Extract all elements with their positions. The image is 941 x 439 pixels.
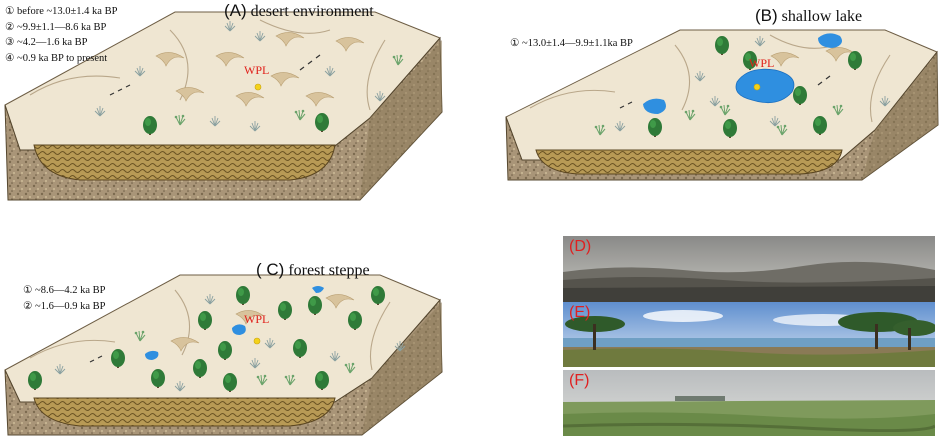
block-diagram-b [505,29,939,181]
panel-b-title: (B) shallow lake [755,6,862,26]
panel-a-legend: ① before ~13.0±1.4 ka BP ② ~9.9±1.1—8.6 … [5,4,117,66]
photo-e-image [563,302,935,367]
panel-b-letter: (B) [755,6,778,25]
panel-shallow-lake: (B) shallow lake ① ~13.0±1.4—9.9±1.1ka B… [500,0,941,200]
legend-item: ① ~8.6—4.2 ka BP [23,285,106,296]
photo-d-image [563,236,935,302]
panel-c-title-text: forest steppe [288,262,370,279]
photo-f-label: (F) [569,372,590,389]
block-diagram-a [4,11,443,201]
site-label-wpl: WPL [244,63,270,77]
legend-item: ② ~1.6—0.9 ka BP [23,300,106,312]
panel-a-title-text: desert environment [250,3,374,20]
panel-desert-environment: (A) desert environment ① before ~13.0±1.… [0,0,460,205]
panel-a-title: (A) desert environment [224,1,374,21]
photo-d: (D) [563,236,935,302]
panel-forest-steppe: ( C) forest steppe ① ~8.6—4.2 ka BP ② ~1… [0,250,460,439]
photo-f: (F) [563,370,935,436]
legend-item: ① before ~13.0±1.4 ka BP [5,6,118,17]
photo-e: (E) [563,302,935,367]
panel-c-title: ( C) forest steppe [256,260,370,280]
legend-item: ④ ~0.9 ka BP to present [5,52,108,64]
photo-f-image [563,370,935,436]
panel-b-title-text: shallow lake [781,8,863,25]
legend-item: ② ~9.9±1.1—8.6 ka BP [5,21,107,33]
panel-b-legend: ① ~13.0±1.4—9.9±1.1ka BP [510,36,633,52]
photo-e-label: (E) [569,304,591,321]
site-label-wpl: WPL [749,56,775,70]
panel-a-letter: (A) [224,1,247,20]
site-label-wpl: WPL [244,312,270,326]
legend-item: ① ~13.0±1.4—9.9±1.1ka BP [510,38,633,49]
block-diagram-c [4,274,443,436]
photo-d-label: (D) [569,238,592,255]
panel-c-letter: ( C) [256,260,285,279]
panel-c-legend: ① ~8.6—4.2 ka BP ② ~1.6—0.9 ka BP [23,283,105,314]
legend-item: ③ ~4.2—1.6 ka BP [5,37,88,48]
